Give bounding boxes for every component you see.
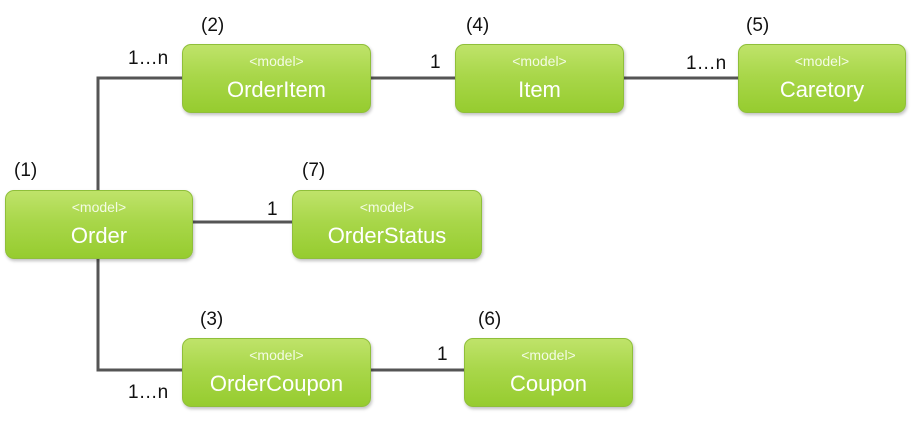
number-order: (1) bbox=[14, 160, 38, 181]
number-coupon: (6) bbox=[478, 309, 502, 330]
number-orderitem: (2) bbox=[201, 15, 225, 36]
edge-order-ordercoupon bbox=[96, 257, 183, 372]
node-name: Order bbox=[70, 223, 128, 248]
stereotype-label: <model> bbox=[249, 53, 304, 69]
node-orderstatus[interactable]: <model> OrderStatus bbox=[292, 190, 482, 259]
node-order[interactable]: <model> Order bbox=[5, 190, 193, 259]
stereotype-label: <model> bbox=[794, 53, 850, 69]
stereotype-label: <model> bbox=[521, 347, 576, 363]
stereotype-label: <model> bbox=[512, 53, 567, 69]
number-ordercoupon: (3) bbox=[200, 309, 224, 330]
number-caretory: (5) bbox=[746, 15, 770, 36]
node-name: OrderCoupon bbox=[209, 371, 344, 396]
node-caretory[interactable]: <model> Caretory bbox=[738, 44, 906, 113]
node-coupon[interactable]: <model> Coupon bbox=[464, 338, 633, 407]
multiplicity-item-caretory: 1…n bbox=[686, 53, 727, 74]
multiplicity-order-ordercoupon: 1…n bbox=[128, 382, 169, 403]
multiplicity-order-orderitem: 1…n bbox=[128, 48, 169, 69]
node-orderitem[interactable]: <model> OrderItem bbox=[182, 44, 371, 113]
multiplicity-ordercoupon-coupon: 1 bbox=[437, 344, 448, 365]
node-name: OrderStatus bbox=[327, 223, 447, 248]
edge-order-orderitem bbox=[96, 76, 183, 191]
node-name: OrderItem bbox=[226, 77, 327, 102]
node-ordercoupon[interactable]: <model> OrderCoupon bbox=[182, 338, 371, 407]
stereotype-label: <model> bbox=[249, 347, 304, 363]
node-name: Coupon bbox=[509, 371, 588, 396]
stereotype-label: <model> bbox=[359, 199, 415, 215]
node-name: Caretory bbox=[779, 77, 865, 102]
number-orderstatus: (7) bbox=[302, 160, 326, 181]
multiplicity-orderitem-item: 1 bbox=[430, 52, 441, 73]
number-item: (4) bbox=[466, 15, 490, 36]
multiplicity-order-orderstatus: 1 bbox=[267, 199, 278, 220]
node-item[interactable]: <model> Item bbox=[455, 44, 624, 113]
node-name: Item bbox=[518, 77, 561, 102]
stereotype-label: <model> bbox=[71, 199, 127, 215]
